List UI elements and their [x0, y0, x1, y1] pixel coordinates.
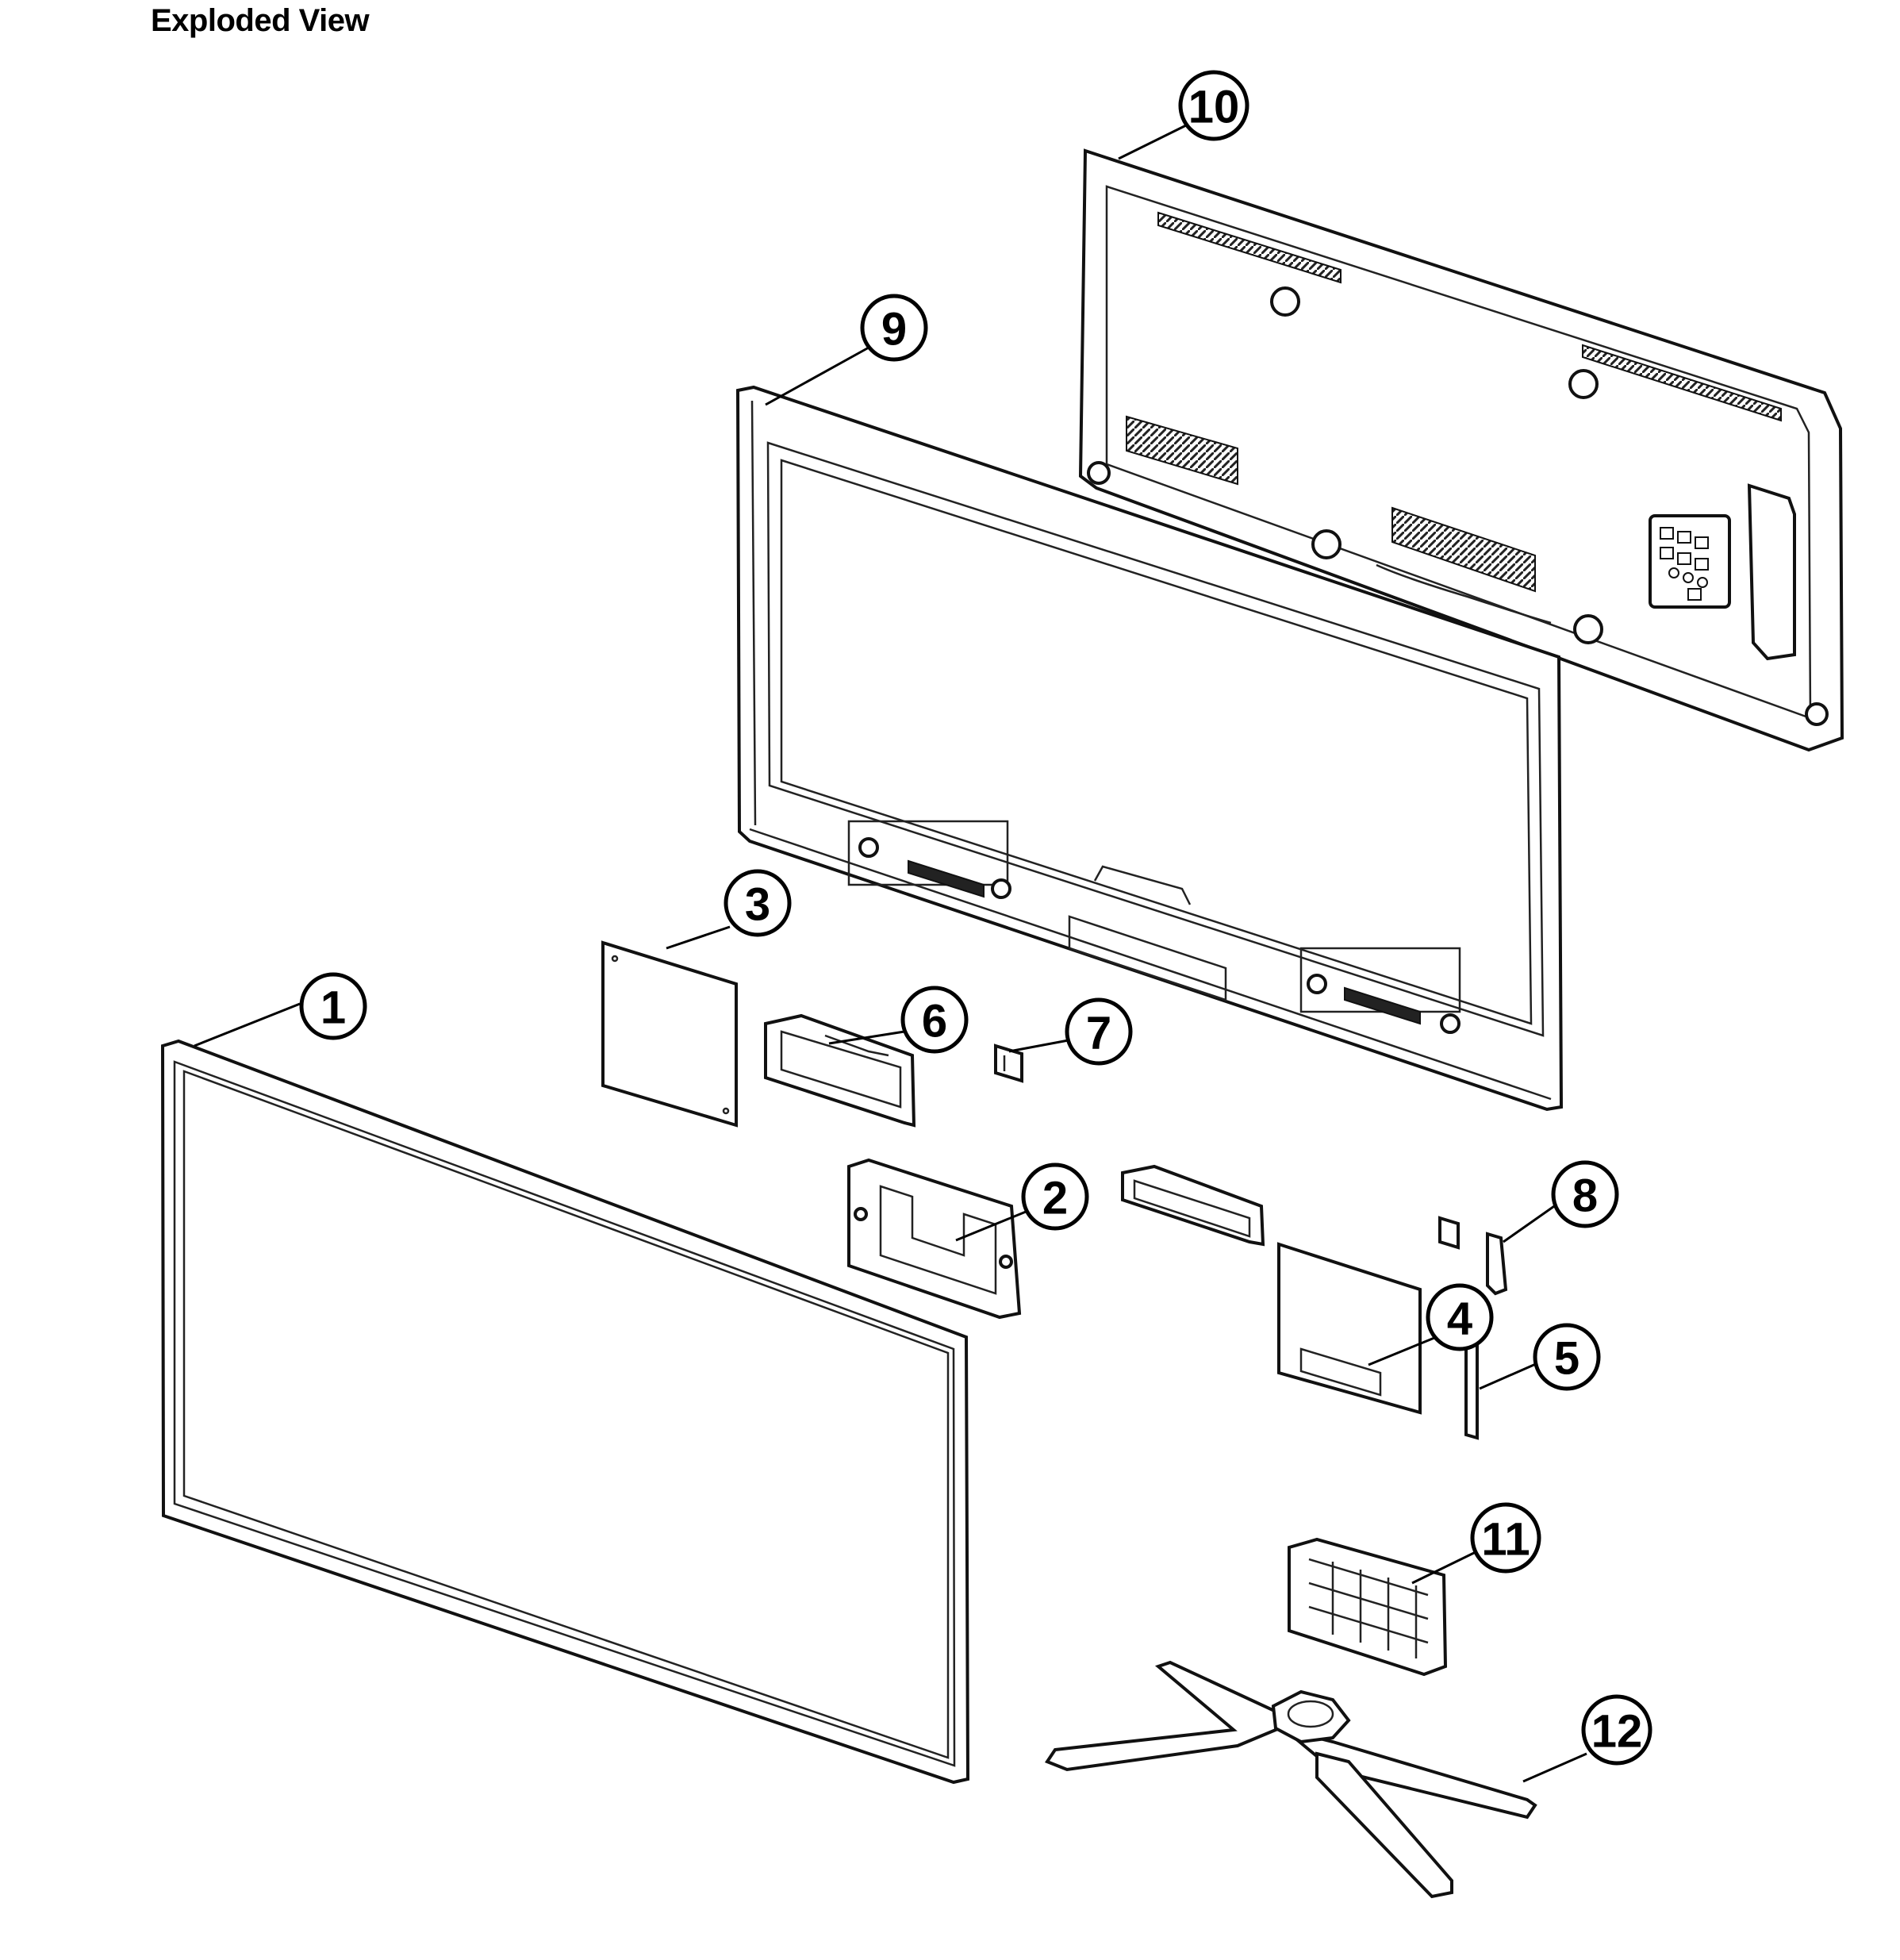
- part-3-board: [601, 940, 738, 1128]
- part-10-rear-cover: [1078, 148, 1844, 752]
- svg-text:5: 5: [1554, 1333, 1579, 1385]
- callout-6: 6: [900, 986, 969, 1054]
- part-12-stand-base: [1044, 1660, 1537, 1899]
- callout-8: 8: [1551, 1160, 1619, 1228]
- callout-11: 11: [1470, 1502, 1541, 1574]
- callout-7: 7: [1065, 997, 1133, 1066]
- svg-text:6: 6: [922, 996, 947, 1047]
- part-1-front-panel: [160, 1039, 970, 1785]
- svg-text:1: 1: [321, 982, 346, 1034]
- part-7-clip: [994, 1043, 1023, 1083]
- part-4-main-board: [1277, 1216, 1460, 1415]
- part-8-small-bracket: [1486, 1232, 1508, 1296]
- part-5-side-board: [1464, 1339, 1479, 1440]
- callout-10: 10: [1178, 70, 1249, 141]
- leader-lines: [194, 124, 1587, 1783]
- svg-text:7: 7: [1086, 1008, 1111, 1059]
- part-2-main-bracket: [847, 1158, 1022, 1320]
- svg-text:11: 11: [1481, 1514, 1530, 1566]
- svg-text:12: 12: [1591, 1706, 1643, 1758]
- callout-4: 4: [1426, 1283, 1494, 1351]
- part-6b-bracket: [1121, 1164, 1265, 1247]
- callout-3: 3: [724, 869, 792, 937]
- callout-5: 5: [1533, 1323, 1601, 1391]
- svg-text:9: 9: [881, 304, 907, 355]
- part-9-middle-frame: [735, 385, 1564, 1112]
- callout-2: 2: [1021, 1163, 1089, 1231]
- part-11-stand-neck: [1288, 1537, 1448, 1677]
- svg-text:4: 4: [1447, 1293, 1472, 1345]
- svg-text:8: 8: [1572, 1170, 1598, 1222]
- page-title: Exploded View: [151, 3, 370, 38]
- part-6-bracket: [764, 1013, 916, 1128]
- svg-text:10: 10: [1188, 82, 1240, 133]
- callout-9: 9: [860, 294, 928, 362]
- callout-1: 1: [299, 972, 367, 1040]
- svg-text:2: 2: [1042, 1173, 1068, 1224]
- svg-text:3: 3: [745, 879, 770, 931]
- callout-12: 12: [1581, 1694, 1652, 1766]
